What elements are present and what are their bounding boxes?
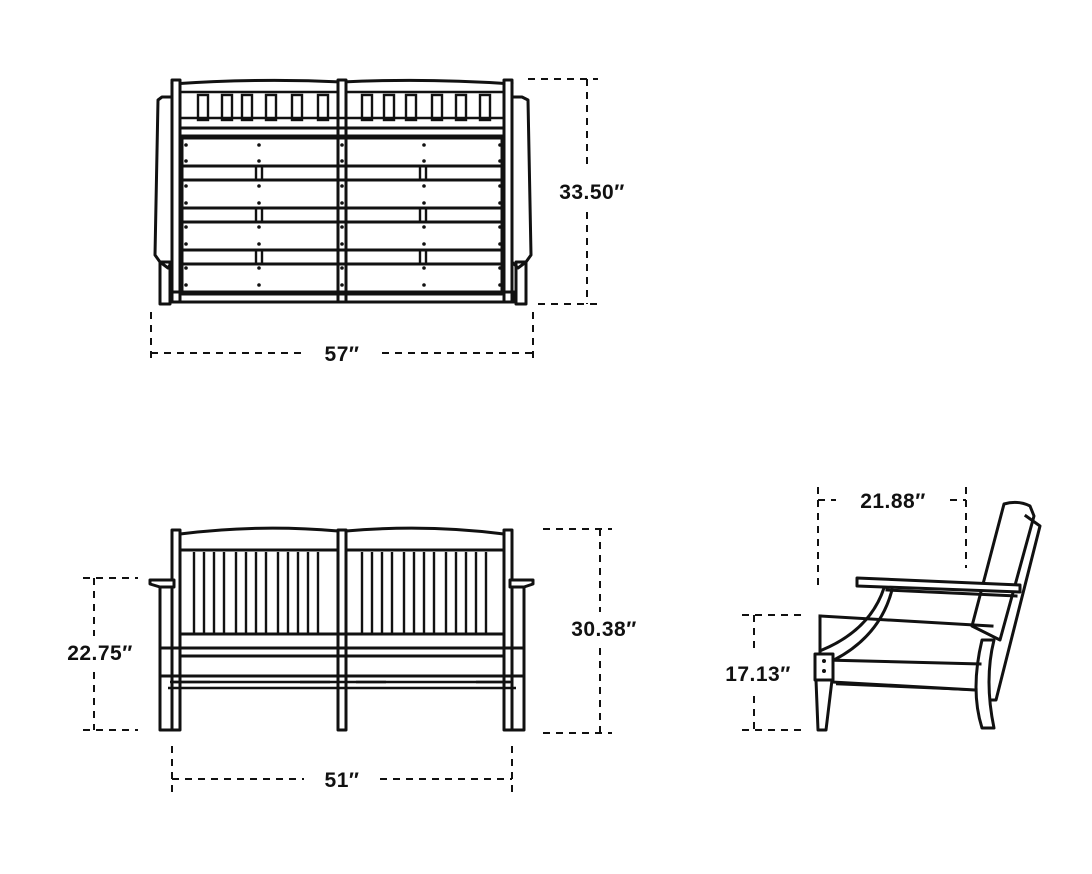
side-view: 21.88″ 17.13″ bbox=[725, 487, 1042, 732]
front-leg bbox=[814, 678, 834, 732]
rear-leg bbox=[974, 638, 996, 730]
front-block bbox=[813, 652, 835, 682]
back-slats bbox=[196, 93, 492, 122]
dimension-overall-height: 30.38″ bbox=[543, 528, 637, 734]
right-arm-cap bbox=[508, 578, 535, 589]
dimension-seat-width: 51″ bbox=[171, 746, 513, 794]
dimension-arm-height: 22.75″ bbox=[67, 577, 138, 731]
left-arm-post bbox=[158, 260, 172, 306]
overall-height-label: 30.38″ bbox=[571, 618, 637, 641]
left-arm-top bbox=[153, 95, 174, 270]
arm-support-inner bbox=[831, 588, 894, 663]
right-back-post bbox=[502, 78, 514, 304]
front-back-slats bbox=[192, 552, 488, 634]
seat-width-label: 51″ bbox=[325, 769, 360, 792]
dimension-width: 57″ bbox=[150, 312, 534, 366]
right-top-rail bbox=[344, 526, 506, 536]
dimension-seat-height: 17.13″ bbox=[725, 614, 802, 731]
seat-height-label: 17.13″ bbox=[725, 663, 791, 686]
seat-depth-label: 21.88″ bbox=[860, 490, 926, 513]
left-back-post bbox=[170, 78, 182, 304]
seat-slats bbox=[180, 164, 504, 266]
right-arm-top bbox=[510, 95, 533, 270]
center-post-front bbox=[336, 528, 348, 732]
front-rail bbox=[168, 290, 516, 304]
depth-label: 33.50″ bbox=[559, 181, 625, 204]
dimension-depth: 33.50″ bbox=[528, 78, 625, 305]
arm-rest bbox=[855, 576, 1022, 594]
left-top-rail bbox=[178, 526, 340, 536]
dimension-seat-depth: 21.88″ bbox=[817, 487, 967, 585]
back-frame bbox=[970, 500, 1036, 642]
width-label: 57″ bbox=[325, 343, 360, 366]
right-arm-post bbox=[514, 260, 528, 306]
screw-dots bbox=[184, 143, 502, 287]
top-view: 33.50″ 57″ bbox=[150, 78, 625, 366]
front-view: 22.75″ 30.38″ 51″ bbox=[67, 526, 637, 794]
arm-height-label: 22.75″ bbox=[67, 642, 133, 665]
arm-support-outer bbox=[820, 586, 886, 652]
